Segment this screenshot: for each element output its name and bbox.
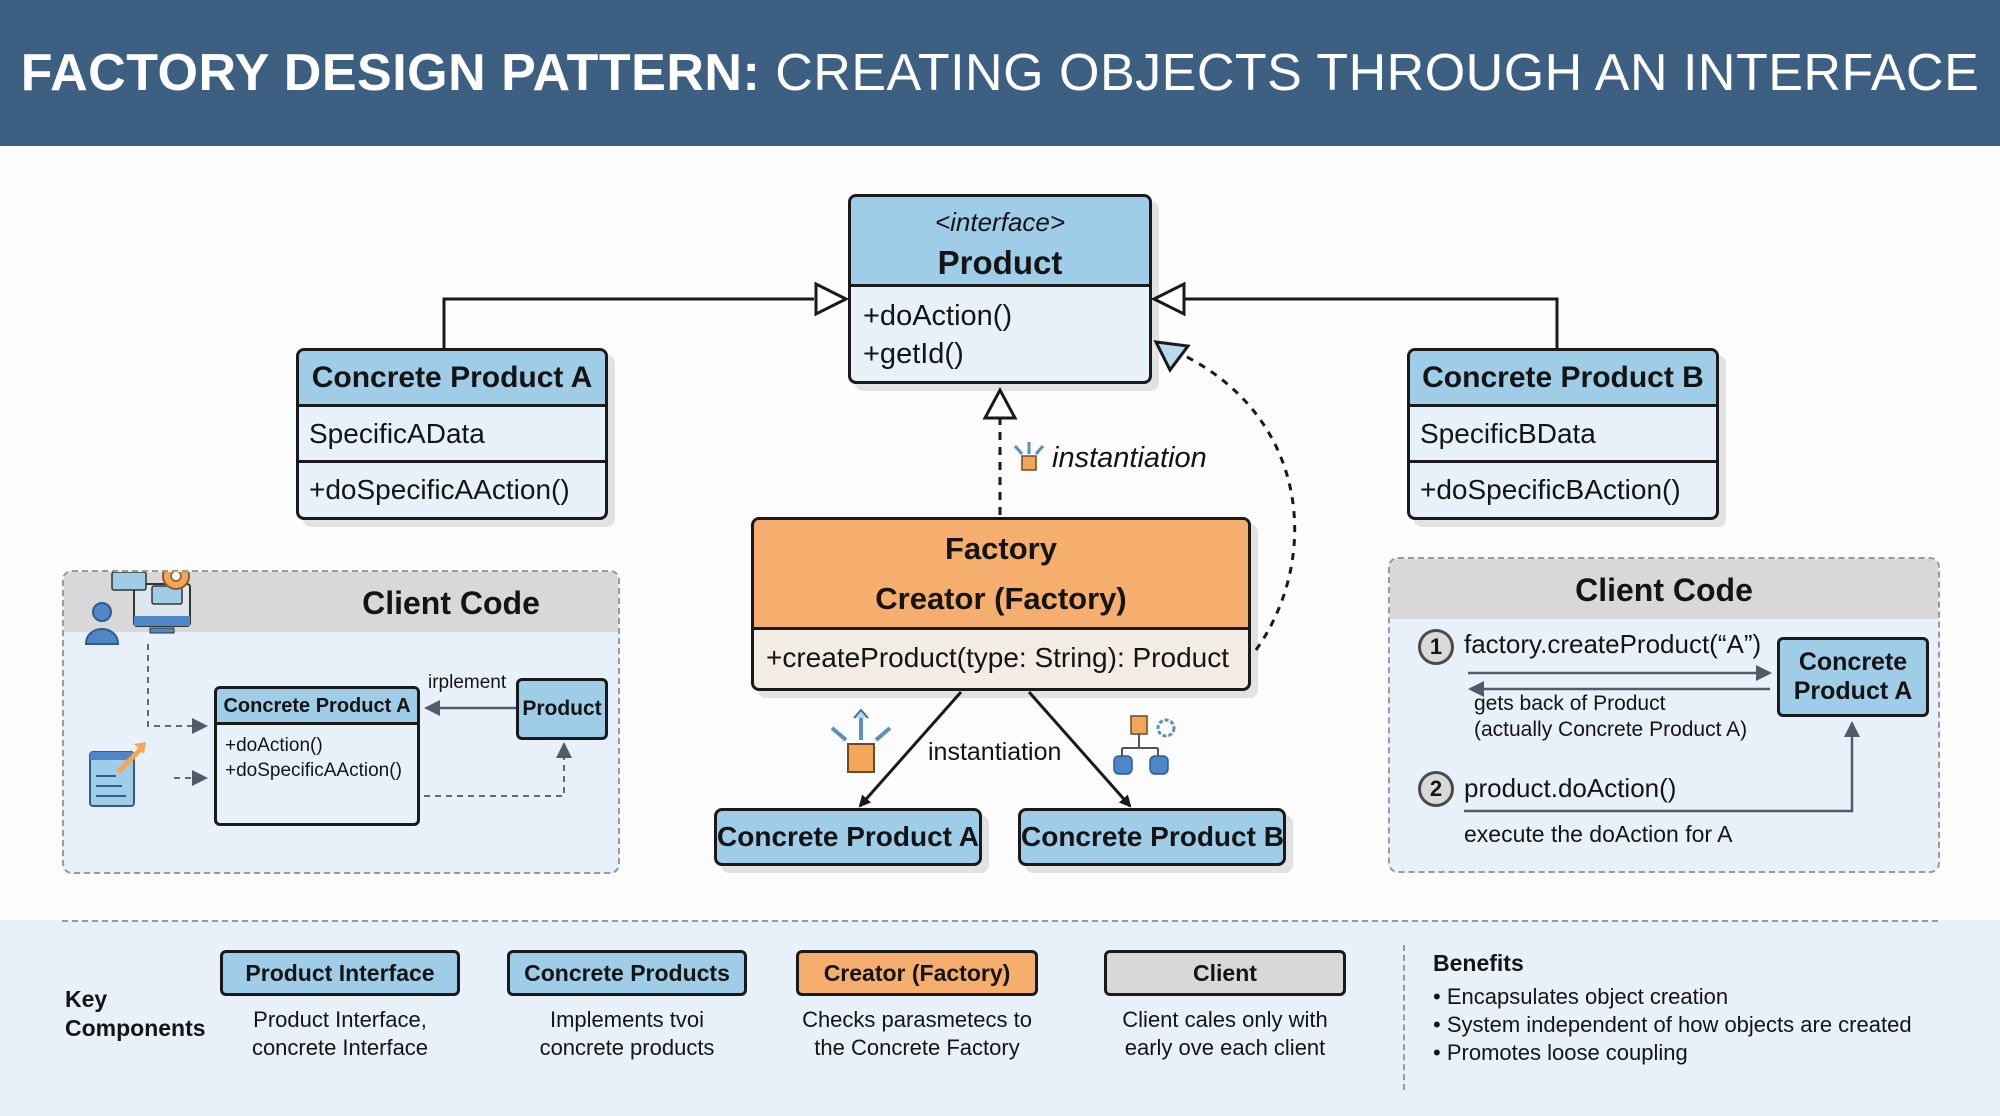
implement-label: irplement bbox=[428, 672, 507, 693]
key-desc-product-interface: Product Interface, concrete Interface bbox=[220, 1006, 460, 1062]
key-components-title: Key Components bbox=[65, 985, 206, 1043]
title-rest: CREATING OBJECTS THROUGH AN INTERFACE bbox=[760, 44, 1980, 102]
key-section-divider bbox=[62, 920, 1938, 922]
factory-realize-arrowhead bbox=[982, 386, 1018, 420]
inherit-line-b bbox=[1184, 297, 1559, 348]
user-monitor-icon bbox=[84, 572, 191, 645]
product-interface-class[interactable]: <interface> Product +doAction() +getId() bbox=[848, 194, 1152, 384]
title-bold: FACTORY DESIGN PATTERN: bbox=[20, 44, 761, 102]
client-left-connectors bbox=[84, 572, 572, 807]
client-right-connectors bbox=[1464, 665, 1860, 813]
target-line1: Concrete bbox=[1798, 648, 1908, 676]
concrete-product-a-method: +doSpecificAAction() bbox=[309, 474, 570, 505]
client-method-do-specific: +doSpecificAAction() bbox=[225, 760, 402, 781]
product-interface-header: <interface> Product bbox=[851, 197, 1149, 287]
factory-creator-class[interactable]: Factory Creator (Factory) +createProduct… bbox=[751, 517, 1251, 691]
concrete-product-b-method: +doSpecificBAction() bbox=[1420, 474, 1681, 505]
inherit-arrowhead-a bbox=[814, 281, 850, 317]
key-title-line1: Key bbox=[65, 986, 108, 1012]
factory-subtitle: Creator (Factory) bbox=[875, 581, 1127, 616]
step-2-code: product.doAction() bbox=[1464, 773, 1677, 803]
title-banner: FACTORY DESIGN PATTERN: CREATING OBJECTS… bbox=[0, 0, 2000, 146]
created-concrete-product-b[interactable]: Concrete Product B bbox=[1018, 808, 1286, 866]
client-code-panel-left: Client Code bbox=[62, 570, 620, 874]
key-desc-line2: early ove each client bbox=[1124, 1035, 1326, 1060]
key-desc-creator-factory: Checks parasmetecs to the Concrete Facto… bbox=[776, 1006, 1058, 1062]
concrete-product-a-header: Concrete Product A bbox=[299, 351, 605, 407]
step-1-badge: 1 bbox=[1418, 629, 1454, 665]
instantiation-label-bottom: instantiation bbox=[928, 738, 1062, 766]
client-target-concrete-product-a[interactable]: Concrete Product A bbox=[1777, 637, 1929, 717]
key-desc-line2: the Concrete Factory bbox=[814, 1035, 1020, 1060]
key-desc-line1: Checks parasmetecs to bbox=[802, 1007, 1032, 1032]
key-chip-product-interface[interactable]: Product Interface bbox=[220, 950, 460, 996]
client-method-do-action: +doAction() bbox=[225, 735, 323, 756]
return-arrowhead bbox=[1153, 340, 1191, 373]
key-title-line2: Components bbox=[65, 1015, 206, 1041]
target-line2: Product A bbox=[1793, 677, 1913, 705]
key-chip-client[interactable]: Client bbox=[1104, 950, 1346, 996]
document-arrow-icon bbox=[89, 742, 146, 807]
interface-stereotype: <interface> bbox=[934, 207, 1066, 237]
step-1-code: factory.createProduct(“A”) bbox=[1464, 629, 1762, 659]
client-product-box[interactable]: Product bbox=[516, 678, 608, 740]
product-interface-name: Product bbox=[937, 244, 1063, 281]
benefits-title: Benefits bbox=[1433, 950, 1524, 976]
inherit-arrowhead-b bbox=[1150, 281, 1186, 317]
key-chip-concrete-products[interactable]: Concrete Products bbox=[507, 950, 747, 996]
step-1-return-line1: gets back of Product bbox=[1474, 692, 1666, 715]
step-1-return-line2: (actually Concrete Product A) bbox=[1474, 718, 1748, 741]
benefit-item: Encapsulates object creation bbox=[1433, 983, 1912, 1011]
key-desc-client: Client cales only with early ove each cl… bbox=[1094, 1006, 1356, 1062]
key-desc-line1: Product Interface, bbox=[253, 1007, 427, 1032]
key-desc-line2: concrete Interface bbox=[251, 1035, 429, 1060]
database-hierarchy-icon bbox=[1113, 715, 1176, 775]
benefits-list: Encapsulates object creation System inde… bbox=[1433, 983, 1912, 1067]
key-desc-line1: Implements tvoi bbox=[549, 1007, 705, 1032]
created-concrete-product-a[interactable]: Concrete Product A bbox=[714, 808, 982, 866]
page-title: FACTORY DESIGN PATTERN: CREATING OBJECTS… bbox=[21, 43, 1980, 103]
step-1-return: gets back of Product (actually Concrete … bbox=[1474, 691, 1747, 743]
benefit-item: Promotes loose coupling bbox=[1433, 1039, 1912, 1067]
client-code-title-right: Client Code bbox=[1390, 559, 1938, 619]
client-concrete-product-a[interactable]: Concrete Product A +doAction() +doSpecif… bbox=[214, 686, 420, 826]
concrete-product-a-class[interactable]: Concrete Product A SpecificAData +doSpec… bbox=[296, 348, 608, 520]
benefits-divider bbox=[1403, 945, 1405, 1090]
instantiation-icon-top bbox=[1013, 442, 1045, 471]
step-2-badge: 2 bbox=[1418, 771, 1454, 807]
key-desc-line1: Client cales only with bbox=[1122, 1007, 1328, 1032]
factory-header: Factory Creator (Factory) bbox=[754, 520, 1248, 630]
client-concrete-product-a-methods: +doAction() +doSpecificAAction() bbox=[217, 725, 417, 791]
concrete-product-b-class[interactable]: Concrete Product B SpecificBData +doSpec… bbox=[1407, 348, 1719, 520]
instantiation-label-top: instantiation bbox=[1052, 442, 1207, 474]
concrete-product-b-attribute: SpecificBData bbox=[1410, 407, 1716, 463]
gear-icon bbox=[162, 572, 190, 590]
concrete-product-b-header: Concrete Product B bbox=[1410, 351, 1716, 407]
box-burst-icon bbox=[830, 708, 892, 773]
factory-title: Factory bbox=[945, 531, 1057, 566]
method-do-action: +doAction() bbox=[863, 300, 1013, 332]
product-interface-methods: +doAction() +getId() bbox=[851, 287, 1149, 381]
client-code-panel-right: Client Code 1 factory.createProduct(“A”)… bbox=[1388, 557, 1940, 873]
factory-create-method: +createProduct(type: String): Product bbox=[766, 642, 1229, 673]
step-2-result: execute the doAction for A bbox=[1464, 821, 1733, 847]
method-get-id: +getId() bbox=[863, 338, 964, 370]
key-desc-line2: concrete products bbox=[539, 1035, 715, 1060]
inherit-line-a bbox=[442, 297, 814, 348]
benefit-item: System independent of how objects are cr… bbox=[1433, 1011, 1912, 1039]
key-desc-concrete-products: Implements tvoi concrete products bbox=[507, 1006, 747, 1062]
client-concrete-product-a-header: Concrete Product A bbox=[217, 689, 417, 725]
key-chip-creator-factory[interactable]: Creator (Factory) bbox=[796, 950, 1038, 996]
concrete-product-a-attribute: SpecificAData bbox=[299, 407, 605, 463]
